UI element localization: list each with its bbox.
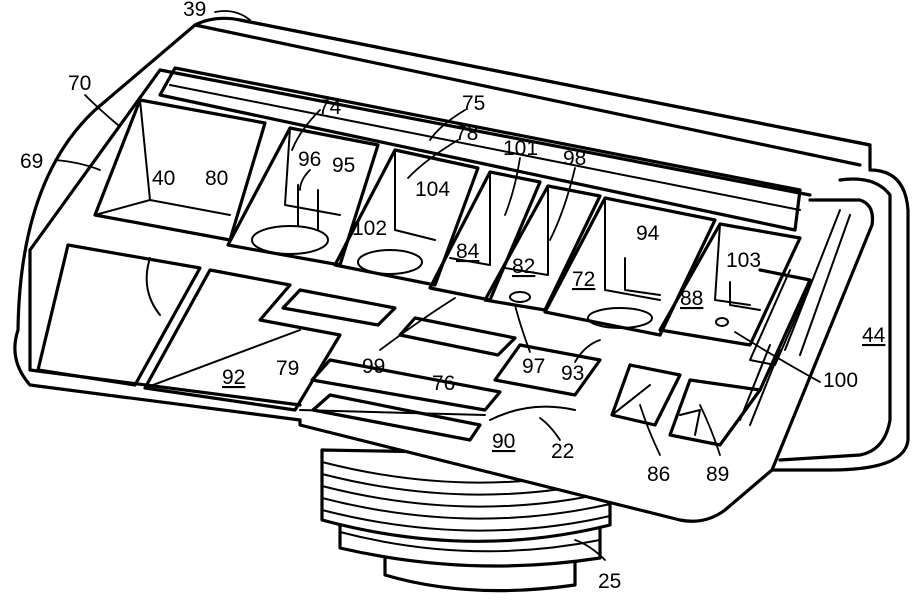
ref-label-22: 22 <box>551 440 574 463</box>
ref-label-100: 100 <box>823 369 858 392</box>
ref-label-79: 79 <box>276 357 299 380</box>
ref-label-96: 96 <box>298 148 321 171</box>
ref-label-99: 99 <box>362 355 385 378</box>
ref-label-88: 88 <box>680 287 703 310</box>
ref-label-40: 40 <box>152 167 175 190</box>
ref-label-102: 102 <box>352 217 387 240</box>
ref-label-80: 80 <box>205 167 228 190</box>
ref-label-78: 78 <box>455 122 478 145</box>
ref-label-92: 92 <box>222 366 245 389</box>
ref-label-94: 94 <box>636 222 660 245</box>
ref-label-44: 44 <box>862 324 886 347</box>
ref-label-70: 70 <box>68 72 91 95</box>
reference-labels: 39 70 69 75 74 78 101 98 96 95 40 80 104… <box>20 0 886 593</box>
ref-label-39: 39 <box>183 0 206 21</box>
ref-label-84: 84 <box>456 240 480 263</box>
ref-label-97: 97 <box>522 355 545 378</box>
ref-label-93: 93 <box>561 362 584 385</box>
ref-label-72: 72 <box>572 268 595 291</box>
leader-lines <box>54 10 821 561</box>
ref-label-103: 103 <box>726 249 761 272</box>
ref-label-95: 95 <box>332 154 355 177</box>
ref-label-25: 25 <box>598 570 621 593</box>
ref-label-74: 74 <box>318 96 342 119</box>
lower-cells <box>36 209 851 447</box>
ref-label-90: 90 <box>492 430 515 453</box>
ref-label-76: 76 <box>432 372 455 395</box>
ref-label-86: 86 <box>647 463 670 486</box>
ref-label-101: 101 <box>503 137 538 160</box>
ref-label-104: 104 <box>415 178 450 201</box>
ref-label-82: 82 <box>512 255 535 278</box>
ref-label-69: 69 <box>20 150 43 173</box>
ref-label-98: 98 <box>563 147 586 170</box>
ref-label-89: 89 <box>706 463 729 486</box>
upper-cells <box>93 98 802 347</box>
ref-label-75: 75 <box>462 92 485 115</box>
